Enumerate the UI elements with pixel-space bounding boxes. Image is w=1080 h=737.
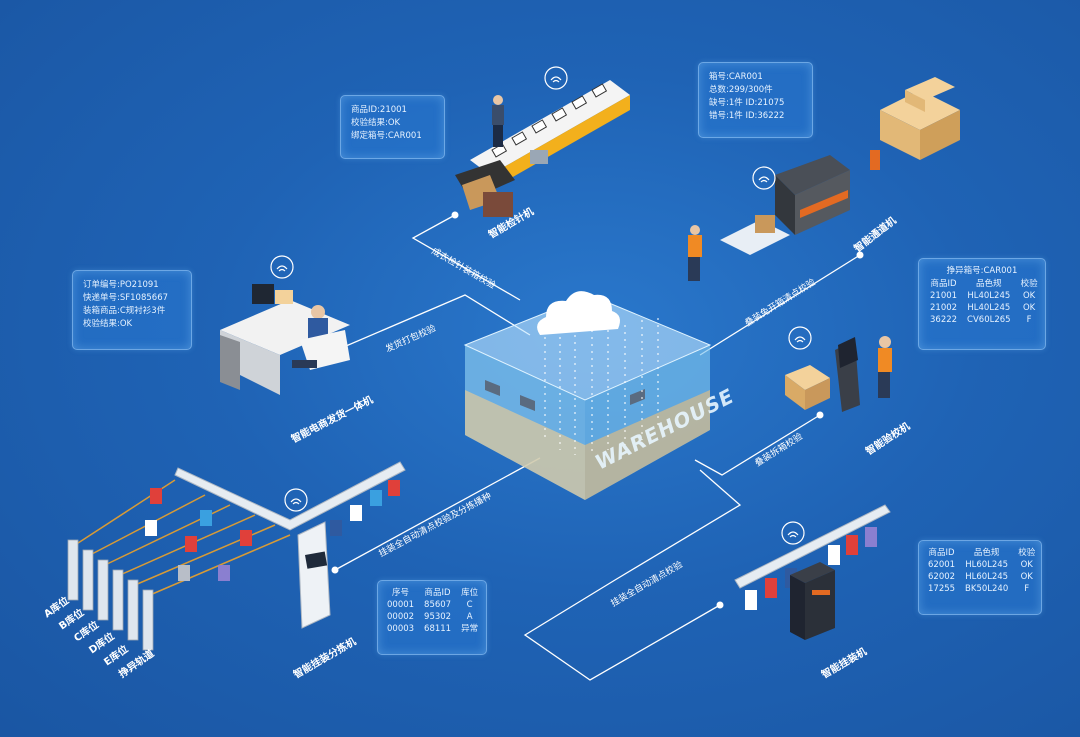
panel-channel: 箱号:CAR001 总数:299/300件 缺号:1件 ID:21075 错号:… (698, 62, 813, 138)
panel-line: 装箱商品:C规衬衫3件 (83, 306, 166, 316)
panel-line: 总数:299/300件 (709, 85, 773, 95)
panel-line: 错号:1件 ID:36222 (709, 111, 785, 121)
table-row: 36222 CV60L265 F (925, 314, 1043, 326)
node-hanging (716, 601, 724, 609)
hanging-sort-table: 序号 商品ID 库位 00001 85607 C 00002 95302 A 0… (382, 587, 483, 635)
panel-line: 商品ID:21001 (351, 105, 407, 115)
table-row: 21001 HL40L245 OK (925, 290, 1043, 302)
table-header: 品色规 (973, 548, 1000, 558)
table-header: 商品ID (930, 279, 957, 289)
table-cell: 异常 (461, 624, 479, 634)
table-cell: 21002 (930, 303, 958, 313)
panel-line: 校验结果:OK (351, 118, 401, 128)
panel-line: 校验结果:OK (83, 319, 133, 329)
panel-line: 订单编号:PO21091 (83, 280, 159, 290)
table-cell: HL40L245 (967, 303, 1011, 313)
needle-checker-illustration (455, 80, 630, 217)
table-cell: 00002 (387, 612, 415, 622)
table-header: 商品ID (928, 548, 955, 558)
panel-hanging: 商品ID 品色规 校验 62001 HL60L245 OK 62002 HL60… (918, 540, 1042, 615)
table-cell: F (1026, 315, 1032, 325)
panel-line: 箱号:CAR001 (709, 72, 763, 82)
table-cell: BK50L240 (965, 584, 1009, 594)
panel-checker: 商品ID:21001 校验结果:OK 绑定箱号:CAR001 (340, 95, 445, 159)
panel-line: 快递单号:SF1085667 (83, 293, 169, 303)
panel-hanging-sort: 序号 商品ID 库位 00001 85607 C 00002 95302 A 0… (377, 580, 487, 655)
node-hanging-sort (331, 566, 339, 574)
table-row: 62002 HL60L245 OK (923, 571, 1040, 583)
table-header: 校验 (1018, 548, 1036, 558)
table-cell: 68111 (424, 624, 452, 634)
table-cell: HL60L245 (965, 572, 1009, 582)
hanging-sort-illustration (67, 461, 406, 651)
table-cell: 95302 (424, 612, 452, 622)
node-verifier (816, 411, 824, 419)
table-row: 17255 BK50L240 F (923, 583, 1040, 595)
table-cell: OK (1020, 560, 1033, 570)
table-cell: 36222 (930, 315, 958, 325)
table-header: 校验 (1020, 279, 1038, 289)
table-cell: C (466, 600, 473, 610)
line-packer (324, 294, 531, 356)
panel-packer: 订单编号:PO21091 快递单号:SF1085667 装箱商品:C规衬衫3件 … (72, 270, 192, 350)
line-channel (699, 254, 861, 356)
panel-line: 绑定箱号:CAR001 (351, 131, 422, 141)
table-header: 序号 (392, 588, 410, 598)
panel-title: 挣异箱号:CAR001 (946, 266, 1018, 276)
table-cell: 21001 (930, 291, 958, 301)
panel-sorting: 挣异箱号:CAR001 商品ID 品色规 校验 21001 HL40L245 O… (918, 258, 1046, 350)
table-header: 商品ID (424, 588, 451, 598)
table-row: 21002 HL40L245 OK (925, 302, 1043, 314)
table-header: 品色规 (976, 279, 1002, 289)
table-row: 00003 68111 异常 (382, 623, 483, 635)
table-cell: A (466, 612, 473, 622)
table-cell: HL60L245 (965, 560, 1009, 570)
line-checker (411, 214, 521, 301)
line-hanging (523, 469, 742, 681)
table-cell: 62001 (928, 560, 956, 570)
pallet-boxes (880, 77, 960, 160)
panel-line: 缺号:1件 ID:21075 (709, 98, 785, 108)
sorting-table: 商品ID 品色规 校验 21001 HL40L245 OK 21002 HL40… (925, 278, 1043, 326)
cloud-icon (537, 291, 620, 335)
node-channel (856, 251, 864, 259)
verifier-illustration (785, 336, 892, 412)
hanging-machine-illustration (734, 504, 891, 640)
hanging-table: 商品ID 品色规 校验 62001 HL60L245 OK 62002 HL60… (923, 547, 1040, 595)
table-cell: 17255 (928, 584, 956, 594)
table-cell: 85607 (424, 600, 452, 610)
table-cell: F (1024, 584, 1030, 594)
table-header: 库位 (461, 588, 479, 598)
node-checker (451, 211, 459, 219)
table-row: 62001 HL60L245 OK (923, 559, 1040, 571)
table-cell: OK (1022, 303, 1036, 313)
line-hanging-sort (334, 457, 541, 571)
channel-machine-illustration (688, 77, 960, 281)
table-row: 00002 95302 A (382, 611, 483, 623)
packing-desk-illustration (220, 284, 350, 395)
table-cell: HL40L245 (967, 291, 1011, 301)
table-cell: CV60L265 (967, 315, 1011, 325)
line-verifier (694, 414, 821, 476)
warehouse-illustration (463, 291, 712, 500)
table-cell: 62002 (928, 572, 956, 582)
table-row: 00001 85607 C (382, 599, 483, 611)
rfid-signal-icon (270, 66, 812, 545)
table-cell: 00001 (387, 600, 415, 610)
table-cell: OK (1022, 291, 1036, 301)
table-cell: 00003 (387, 624, 415, 634)
table-cell: OK (1020, 572, 1033, 582)
